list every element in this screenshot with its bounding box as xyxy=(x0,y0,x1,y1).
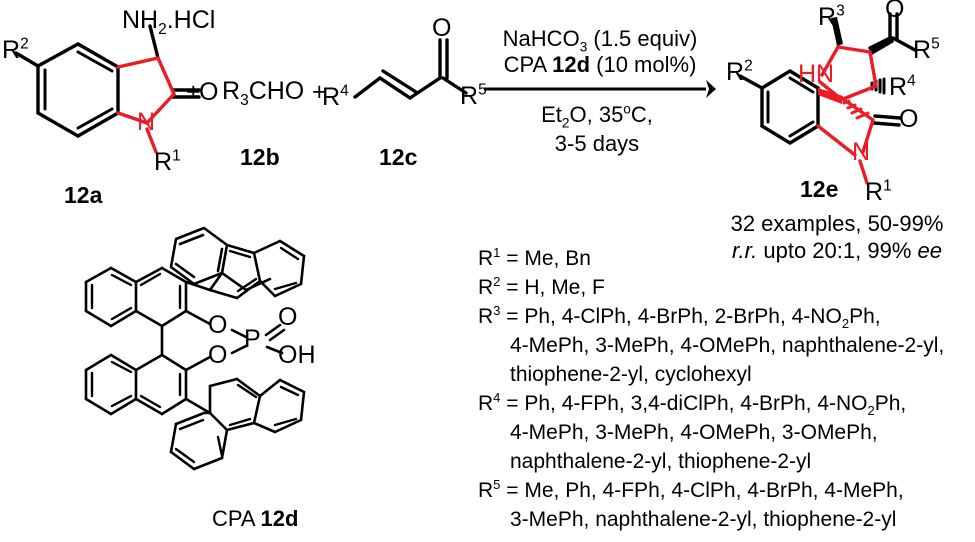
label-carbonyl-o-12a: O xyxy=(199,78,219,106)
legend-equals: = xyxy=(500,276,525,299)
label-o-bottom-catalyst: O xyxy=(208,341,228,369)
label-oh-catalyst: OH xyxy=(278,341,316,369)
condition-line-1: NaHCO3 (1.5 equiv) xyxy=(502,26,698,55)
legend-row-r5-2: 3-MePh, naphthalene-2-yl, thiophene-2-yl xyxy=(510,509,896,530)
plus-sign-2: + xyxy=(312,78,327,106)
reaction-arrow-drawing xyxy=(484,80,716,98)
legend-row-r2-1: R2 = H, Me, F xyxy=(478,274,605,299)
legend-values: H, Me, F xyxy=(524,276,605,299)
legend-symbol-r2: R xyxy=(478,276,494,299)
label-o-top-catalyst: O xyxy=(208,311,228,339)
catalyst-drawing xyxy=(84,226,306,471)
wedge-r3 xyxy=(831,17,843,46)
structure-12c: R4 R5 O 12c xyxy=(322,10,487,169)
legend-equals: = xyxy=(500,247,525,270)
label-r4-product: R4 xyxy=(889,72,916,101)
label-hn-product: HN xyxy=(798,60,835,88)
wedge-ketone xyxy=(868,36,894,56)
label-o-double-catalyst: O xyxy=(278,303,298,331)
structure-12a-drawing xyxy=(14,24,201,154)
legend-symbol-superscript: 2 xyxy=(493,274,501,289)
label-r5-product: R5 xyxy=(913,35,940,64)
legend-values: 3-MePh, naphthalene-2-yl, thiophene-2-yl xyxy=(510,508,897,531)
compound-label-12a: 12a xyxy=(64,182,103,208)
legend-values: Me, Bn xyxy=(524,247,591,270)
structure-12e-drawing xyxy=(738,12,917,185)
label-p-catalyst: P xyxy=(244,325,261,353)
condition-line-4: 3-5 days xyxy=(554,131,640,156)
structure-12a: R2 NH2.HCl O N R1 12a xyxy=(0,0,218,207)
compound-label-12e: 12e xyxy=(800,176,839,202)
legend-values: 4-MePh, 3-MePh, 4-OMePh, naphthalene-2-y… xyxy=(510,334,945,357)
compound-label-12c: 12c xyxy=(379,144,418,170)
legend-values: naphthalene-2-yl, thiophene-2-yl xyxy=(510,450,812,473)
label-ring-n-12a: N xyxy=(137,108,156,136)
condition-line-2: CPA 12d (10 mol%) xyxy=(503,52,697,77)
label-ring-n-product: N xyxy=(852,138,871,166)
legend-symbol-superscript: 4 xyxy=(493,390,501,405)
catalyst-caption: CPA 12d xyxy=(212,506,299,531)
legend-values: Ph, 4-ClPh, 4-BrPh, 2-BrPh, 4-NO2Ph, xyxy=(524,305,881,332)
structure-12c-drawing xyxy=(353,38,468,100)
legend-equals: = xyxy=(500,305,525,328)
label-r4-enone: R4 xyxy=(322,82,349,111)
label-r3-product: R3 xyxy=(818,2,845,31)
legend-symbol-r3: R xyxy=(478,305,494,328)
legend-equals: = xyxy=(500,479,525,502)
legend-row-r5-1: R5 = Me, Ph, 4-FPh, 4-ClPh, 4-BrPh, 4-Me… xyxy=(478,477,904,502)
legend-row-r1-1: R1 = Me, Bn xyxy=(478,245,591,270)
structure-12e: R3 O R5 HN R4 R2 O N R1 12e xyxy=(700,0,975,205)
hash-bond-spiro xyxy=(842,99,870,120)
label-amide-o-product: O xyxy=(899,105,919,133)
label-r1-reactant: R1 xyxy=(154,147,181,176)
legend-equals: = xyxy=(500,392,525,415)
legend-values: Me, Ph, 4-FPh, 4-ClPh, 4-BrPh, 4-MePh, xyxy=(524,479,904,502)
label-r5-enone: R5 xyxy=(460,81,487,110)
legend-symbol-r1: R xyxy=(478,247,494,270)
structure-12d-catalyst: O O P O OH xyxy=(70,225,440,500)
legend-row-r3-3: thiophene-2-yl, cyclohexyl xyxy=(510,364,752,385)
compound-label-12b: 12b xyxy=(240,144,280,170)
legend-values: Ph, 4-FPh, 3,4-diClPh, 4-BrPh, 4-NO2Ph, xyxy=(524,392,907,419)
legend-symbol-r4: R xyxy=(478,392,494,415)
condition-line-3: Et2O, 35oC, xyxy=(541,101,653,131)
wedge-spiro-aryl xyxy=(818,88,843,104)
legend-symbol-superscript: 5 xyxy=(493,477,501,492)
structure-12b-formula: R3CHO xyxy=(222,77,305,109)
legend-row-r4-3: naphthalene-2-yl, thiophene-2-yl xyxy=(510,451,811,472)
label-r2-product: R2 xyxy=(726,57,753,86)
label-amine-hcl: NH2.HCl xyxy=(122,6,216,38)
legend-symbol-superscript: 3 xyxy=(493,303,501,318)
results-line-1: 32 examples, 50-99% xyxy=(730,211,944,236)
label-ketone-o-product: O xyxy=(885,0,905,23)
label-carbonyl-o-12c: O xyxy=(432,14,452,42)
label-r1-product: R1 xyxy=(865,177,892,206)
results-line-2: r.r. upto 20:1, 99% ee xyxy=(732,238,942,263)
reaction-arrow xyxy=(484,78,716,100)
legend-symbol-r5: R xyxy=(478,479,494,502)
plus-sign-1: + xyxy=(186,78,201,106)
legend-values: 4-MePh, 3-MePh, 4-OMePh, 3-OMePh, xyxy=(510,421,878,444)
legend-row-r3-2: 4-MePh, 3-MePh, 4-OMePh, naphthalene-2-y… xyxy=(510,335,944,356)
label-r2-reactant: R2 xyxy=(2,35,29,64)
legend-row-r4-1: R4 = Ph, 4-FPh, 3,4-diClPh, 4-BrPh, 4-NO… xyxy=(478,390,907,419)
legend-row-r4-2: 4-MePh, 3-MePh, 4-OMePh, 3-OMePh, xyxy=(510,422,878,443)
legend-row-r3-1: R3 = Ph, 4-ClPh, 4-BrPh, 2-BrPh, 4-NO2Ph… xyxy=(478,303,881,332)
legend-symbol-superscript: 1 xyxy=(493,245,501,260)
legend-values: thiophene-2-yl, cyclohexyl xyxy=(510,363,752,386)
